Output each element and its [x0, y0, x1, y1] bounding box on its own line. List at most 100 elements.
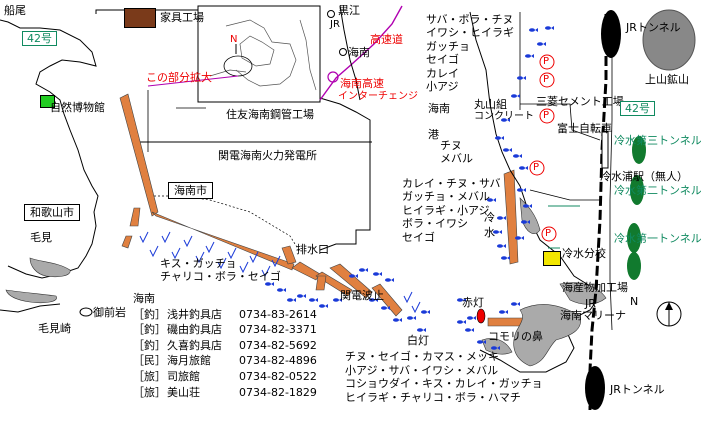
red-light-marker	[476, 308, 486, 324]
fish-mark-icon	[477, 340, 483, 344]
fish-mark-icon	[265, 282, 271, 286]
shop-tel: 0734-82-1829	[239, 385, 317, 399]
jr-tunnel-top	[601, 10, 621, 58]
label-haisuiguchi: 排水口	[296, 243, 329, 256]
fish-mark-tail	[413, 316, 416, 320]
parking-icon: P	[543, 74, 550, 85]
fish-mark-tail	[387, 306, 390, 310]
fish-mark-tail	[543, 42, 546, 46]
shop-name: 美山荘	[167, 385, 200, 399]
fish-mark-tail	[325, 304, 328, 308]
fish-mark-icon	[495, 136, 501, 140]
fish-mark-tail	[399, 318, 402, 322]
shop-name: 久喜釣具店	[167, 338, 222, 352]
label-north-n: N	[630, 295, 639, 308]
reisui-tunnel-1b	[627, 252, 641, 280]
fish-mark-tail	[505, 310, 508, 314]
fish-list-line: ヒイラギ・チャリコ・ボラ・ハマチ	[345, 390, 521, 404]
fish-mark-icon	[457, 298, 463, 302]
fish-mark-icon	[537, 42, 543, 46]
shop-tel: 0734-82-0522	[239, 369, 317, 383]
label-reisui-ura: 冷水浦駅（無人）	[600, 170, 688, 183]
fish-mark-icon	[545, 26, 551, 30]
fish-list-line: カレイ	[426, 66, 459, 80]
fish-mark-tail	[471, 328, 474, 332]
cast-mark-icon	[217, 257, 227, 270]
cast-mark-icon	[149, 245, 159, 258]
fish-list-line: 小アジ	[426, 80, 459, 94]
cast-mark-icon	[411, 301, 421, 314]
shop-name: 浅井釣具店	[167, 307, 222, 321]
label-maruyama-2: コンクリート	[474, 111, 534, 122]
fish-mark-tail	[423, 328, 426, 332]
fish-mark-tail	[375, 298, 378, 302]
route42-left-badge: 42号	[22, 31, 57, 46]
fish-mark-tail	[503, 244, 506, 248]
fish-mark-tail	[499, 230, 502, 234]
label-kainan-ic-2: インターチェンジ	[338, 91, 418, 102]
fish-list-line: チャリコ・ボラ・セイゴ	[160, 270, 281, 284]
label-kemi: 毛見	[30, 231, 52, 244]
fish-mark-tail	[493, 198, 496, 202]
fish-mark-tail	[521, 236, 524, 240]
label-kuroe: 黒江	[338, 4, 360, 17]
fish-mark-icon	[511, 302, 517, 306]
fish-list-line: コショウダイ・キス・カレイ・ガッチョ	[345, 377, 543, 391]
label-kainan-marina: 海南マリーナ	[560, 309, 626, 322]
fish-mark-tail	[473, 316, 476, 320]
fish-mark-icon	[319, 304, 325, 308]
reisui-tunnel-2	[630, 175, 644, 205]
label-jr-tunnel-bottom: JRトンネル	[610, 383, 665, 396]
fish-mark-icon	[381, 306, 387, 310]
factory-brown-icon	[124, 8, 156, 28]
label-reisui-2: 冷水第二トンネル	[614, 184, 701, 197]
fish-mark-tail	[507, 256, 510, 260]
shop-tel: 0734-82-4896	[239, 354, 317, 368]
fish-list-line: ガッチョ	[426, 39, 470, 53]
shop-tel: 0734-82-3371	[239, 323, 317, 337]
fish-mark-tail	[497, 346, 500, 350]
fish-mark-icon	[497, 244, 503, 248]
fish-mark-tail	[503, 216, 506, 220]
inset-frame	[197, 5, 321, 103]
label-mitsubishi-cement: 三菱セメント工場	[536, 95, 624, 108]
jr-tunnel-bottom	[585, 366, 605, 410]
cast-mark-icon	[183, 235, 193, 248]
coastline-left	[0, 19, 99, 279]
label-reisui-char-1: 冷	[484, 211, 495, 224]
fish-mark-icon	[497, 216, 503, 220]
label-komori-hana: コモリの鼻	[488, 330, 543, 343]
reisui-tunnel-1a	[627, 223, 641, 253]
fish-mark-tail	[517, 94, 520, 98]
fish-mark-tail	[271, 282, 274, 286]
fish-mark-icon	[467, 316, 473, 320]
fish-mark-tail	[365, 268, 368, 272]
road-dotted	[150, 195, 301, 253]
fish-mark-icon	[501, 118, 507, 122]
fish-mark-tail	[483, 340, 486, 344]
label-shizen-museum: 自然博物館	[50, 101, 105, 114]
fish-list-line: チヌ	[440, 139, 462, 152]
label-kamiyama-mine: 上山鉱山	[645, 73, 689, 86]
label-jr-small: JR	[330, 19, 340, 30]
fish-mark-icon	[417, 328, 423, 332]
fish-list-top-right: サバ・ボラ・チヌイワシ・ヒイラギガッチョセイゴカレイ小アジ	[426, 13, 514, 93]
fish-mark-icon	[369, 298, 375, 302]
fish-mark-tail	[529, 204, 532, 208]
fish-mark-icon	[529, 28, 535, 32]
fish-mark-tail	[293, 298, 296, 302]
label-reisui-char-2: 水	[484, 226, 495, 239]
fish-mark-tail	[509, 148, 512, 152]
fish-mark-icon	[499, 310, 505, 314]
label-kemizaki: 毛見崎	[38, 322, 71, 335]
shop-tel: 0734-82-5692	[239, 338, 317, 352]
cast-mark-icon	[205, 241, 215, 254]
label-wakayama-city: 和歌山市	[24, 204, 80, 221]
fish-list-line: ヒイラギ・小アジ	[402, 203, 490, 217]
fish-list-line: ガッチョ・メバル	[402, 190, 490, 204]
cast-mark-icon	[271, 255, 281, 268]
fish-list-line: メバル	[440, 152, 473, 166]
